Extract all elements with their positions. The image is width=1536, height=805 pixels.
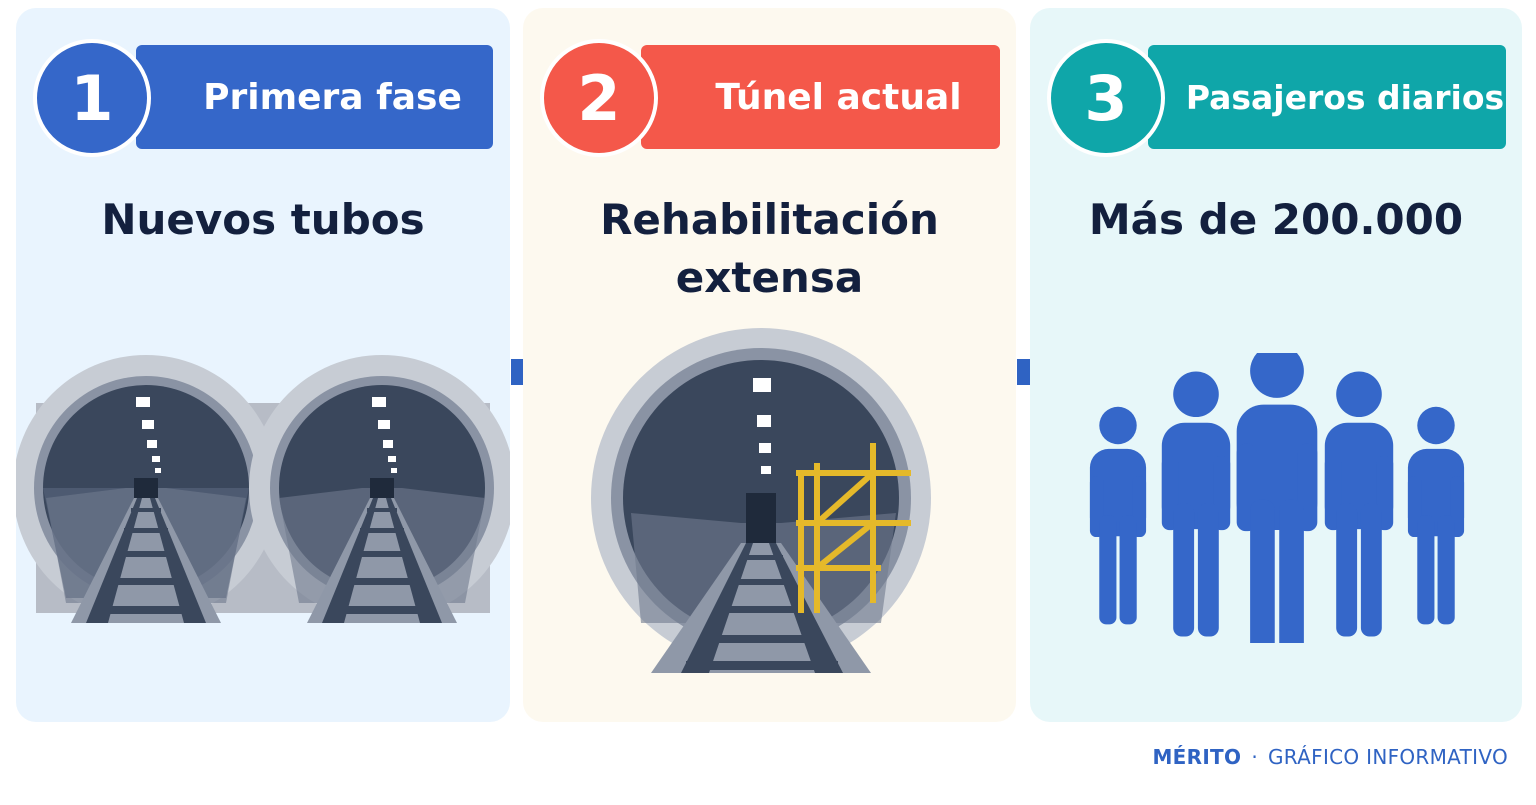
step-panel-3: Pasajeros diarios 3 Más de 200.000 bbox=[1030, 8, 1522, 722]
step-1-label: Primera fase bbox=[136, 45, 493, 149]
step-1-heading: Nuevos tubos bbox=[101, 195, 425, 244]
footer-credit: MÉRITO · GRÁFICO INFORMATIVO bbox=[1152, 745, 1508, 769]
footer-brand: MÉRITO bbox=[1152, 745, 1242, 769]
footer-separator: · bbox=[1251, 745, 1258, 769]
step-2-heading-line2: extensa bbox=[675, 253, 864, 302]
footer-caption: GRÁFICO INFORMATIVO bbox=[1267, 745, 1508, 769]
step-2-heading: Rehabilitación extensa bbox=[523, 191, 1016, 307]
step-panel-2: Túnel actual 2 Rehabilitación extensa bbox=[523, 8, 1016, 722]
step-3-number: 3 bbox=[1047, 39, 1165, 157]
step-2-heading-line1: Rehabilitación bbox=[600, 195, 939, 244]
step-2-label: Túnel actual bbox=[641, 45, 1000, 149]
step-2-number: 2 bbox=[540, 39, 658, 157]
step-1-number: 1 bbox=[33, 39, 151, 157]
twin-tunnel-icon bbox=[16, 355, 510, 623]
tunnel-scaffold-icon bbox=[591, 328, 931, 673]
people-group-icon bbox=[1089, 353, 1465, 643]
step-3-label: Pasajeros diarios bbox=[1148, 45, 1506, 149]
step-panel-1: Primera fase 1 Nuevos tubos bbox=[16, 8, 510, 722]
step-3-heading: Más de 200.000 bbox=[1088, 195, 1464, 244]
